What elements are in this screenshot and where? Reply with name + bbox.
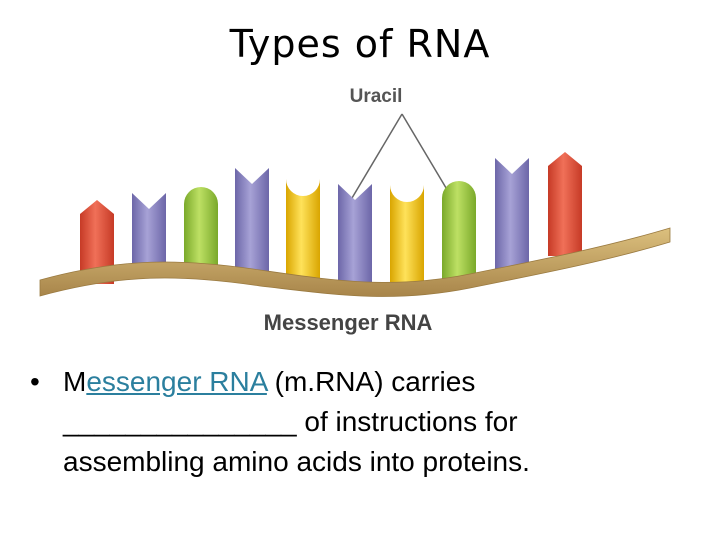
- sugar-phosphate-backbone: [39, 227, 671, 297]
- bullet-line1-rest: (m.RNA) carries: [266, 366, 476, 397]
- base-green: [442, 181, 476, 286]
- bullet-paragraph: • Messenger RNA (m.RNA) carries ________…: [30, 362, 680, 482]
- fill-in-blank: _______________: [63, 406, 297, 437]
- nucleotide-bases: [80, 152, 582, 288]
- bullet-text: Messenger RNA (m.RNA) carries __________…: [63, 362, 680, 482]
- uracil-pointer-left: [351, 113, 403, 199]
- base-red: [80, 200, 114, 284]
- base-purple: [132, 193, 166, 276]
- messenger-rna-label: Messenger RNA: [264, 310, 433, 335]
- mrna-diagram: Uracil Messenger RNA: [39, 86, 671, 335]
- uracil-label: Uracil: [350, 86, 403, 107]
- base-yellow: [390, 185, 424, 288]
- slide-title: Types of RNA: [229, 22, 491, 66]
- base-purple: [495, 158, 529, 270]
- bullet-line3: assembling amino acids into proteins.: [63, 446, 530, 477]
- messenger-rna-link[interactable]: essenger RNA: [86, 366, 267, 397]
- base-red: [548, 152, 582, 256]
- mrna-figure: Uracil Messenger RNA: [30, 80, 680, 340]
- base-purple: [235, 168, 269, 272]
- base-purple: [338, 184, 372, 286]
- base-yellow: [286, 179, 320, 278]
- bullet-first-letter: M: [63, 366, 87, 397]
- base-green: [184, 187, 218, 272]
- bullet-marker: •: [30, 366, 40, 397]
- bullet-line2-rest: of instructions for: [296, 406, 518, 437]
